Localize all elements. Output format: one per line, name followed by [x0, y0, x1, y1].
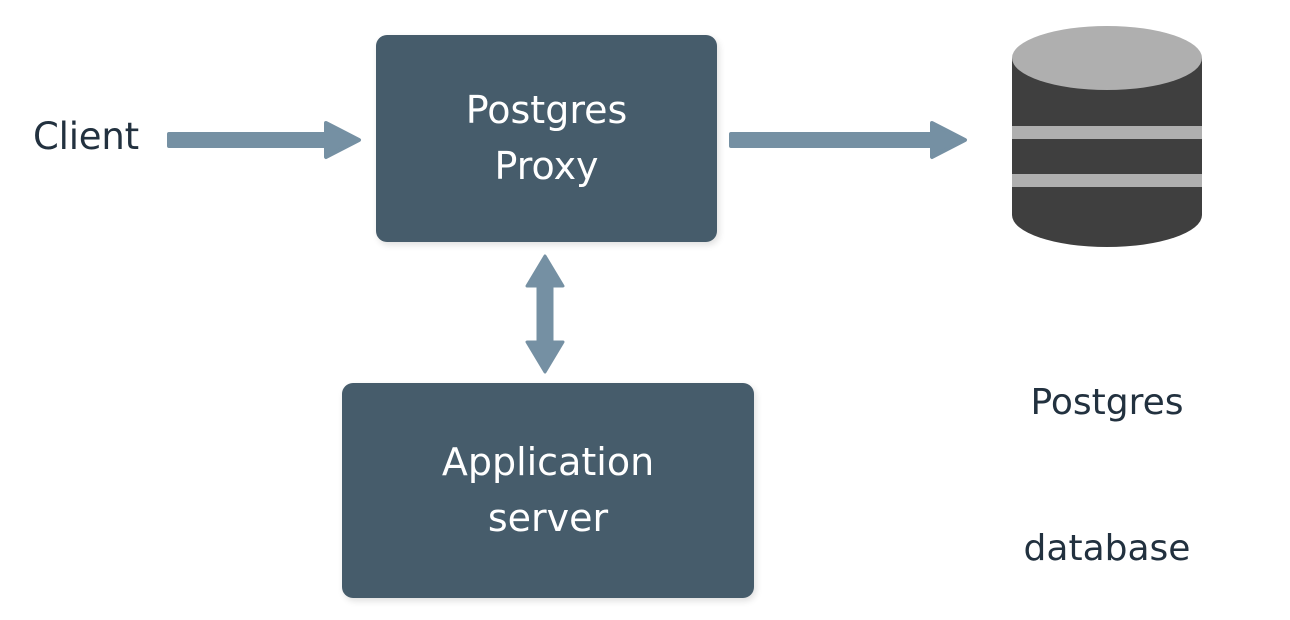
client-label: Client — [33, 115, 139, 158]
application-server-node: Application server — [342, 383, 754, 598]
application-server-label: Application server — [441, 440, 655, 540]
postgres-proxy-node: Postgres Proxy — [376, 35, 717, 242]
arrow-up-down-icon-proxy-to-application-server — [525, 254, 565, 374]
postgres-database-label: Postgres database — [967, 282, 1247, 620]
postgres-database-label-line-2: database — [1023, 527, 1191, 569]
arrow-right-icon-proxy-to-database — [729, 121, 967, 159]
postgres-proxy-label: Postgres Proxy — [465, 88, 628, 188]
arrow-right-icon-client-to-proxy — [167, 121, 361, 159]
database-cylinder-icon — [1010, 26, 1204, 247]
postgres-database-label-line-1: Postgres — [1030, 382, 1184, 424]
